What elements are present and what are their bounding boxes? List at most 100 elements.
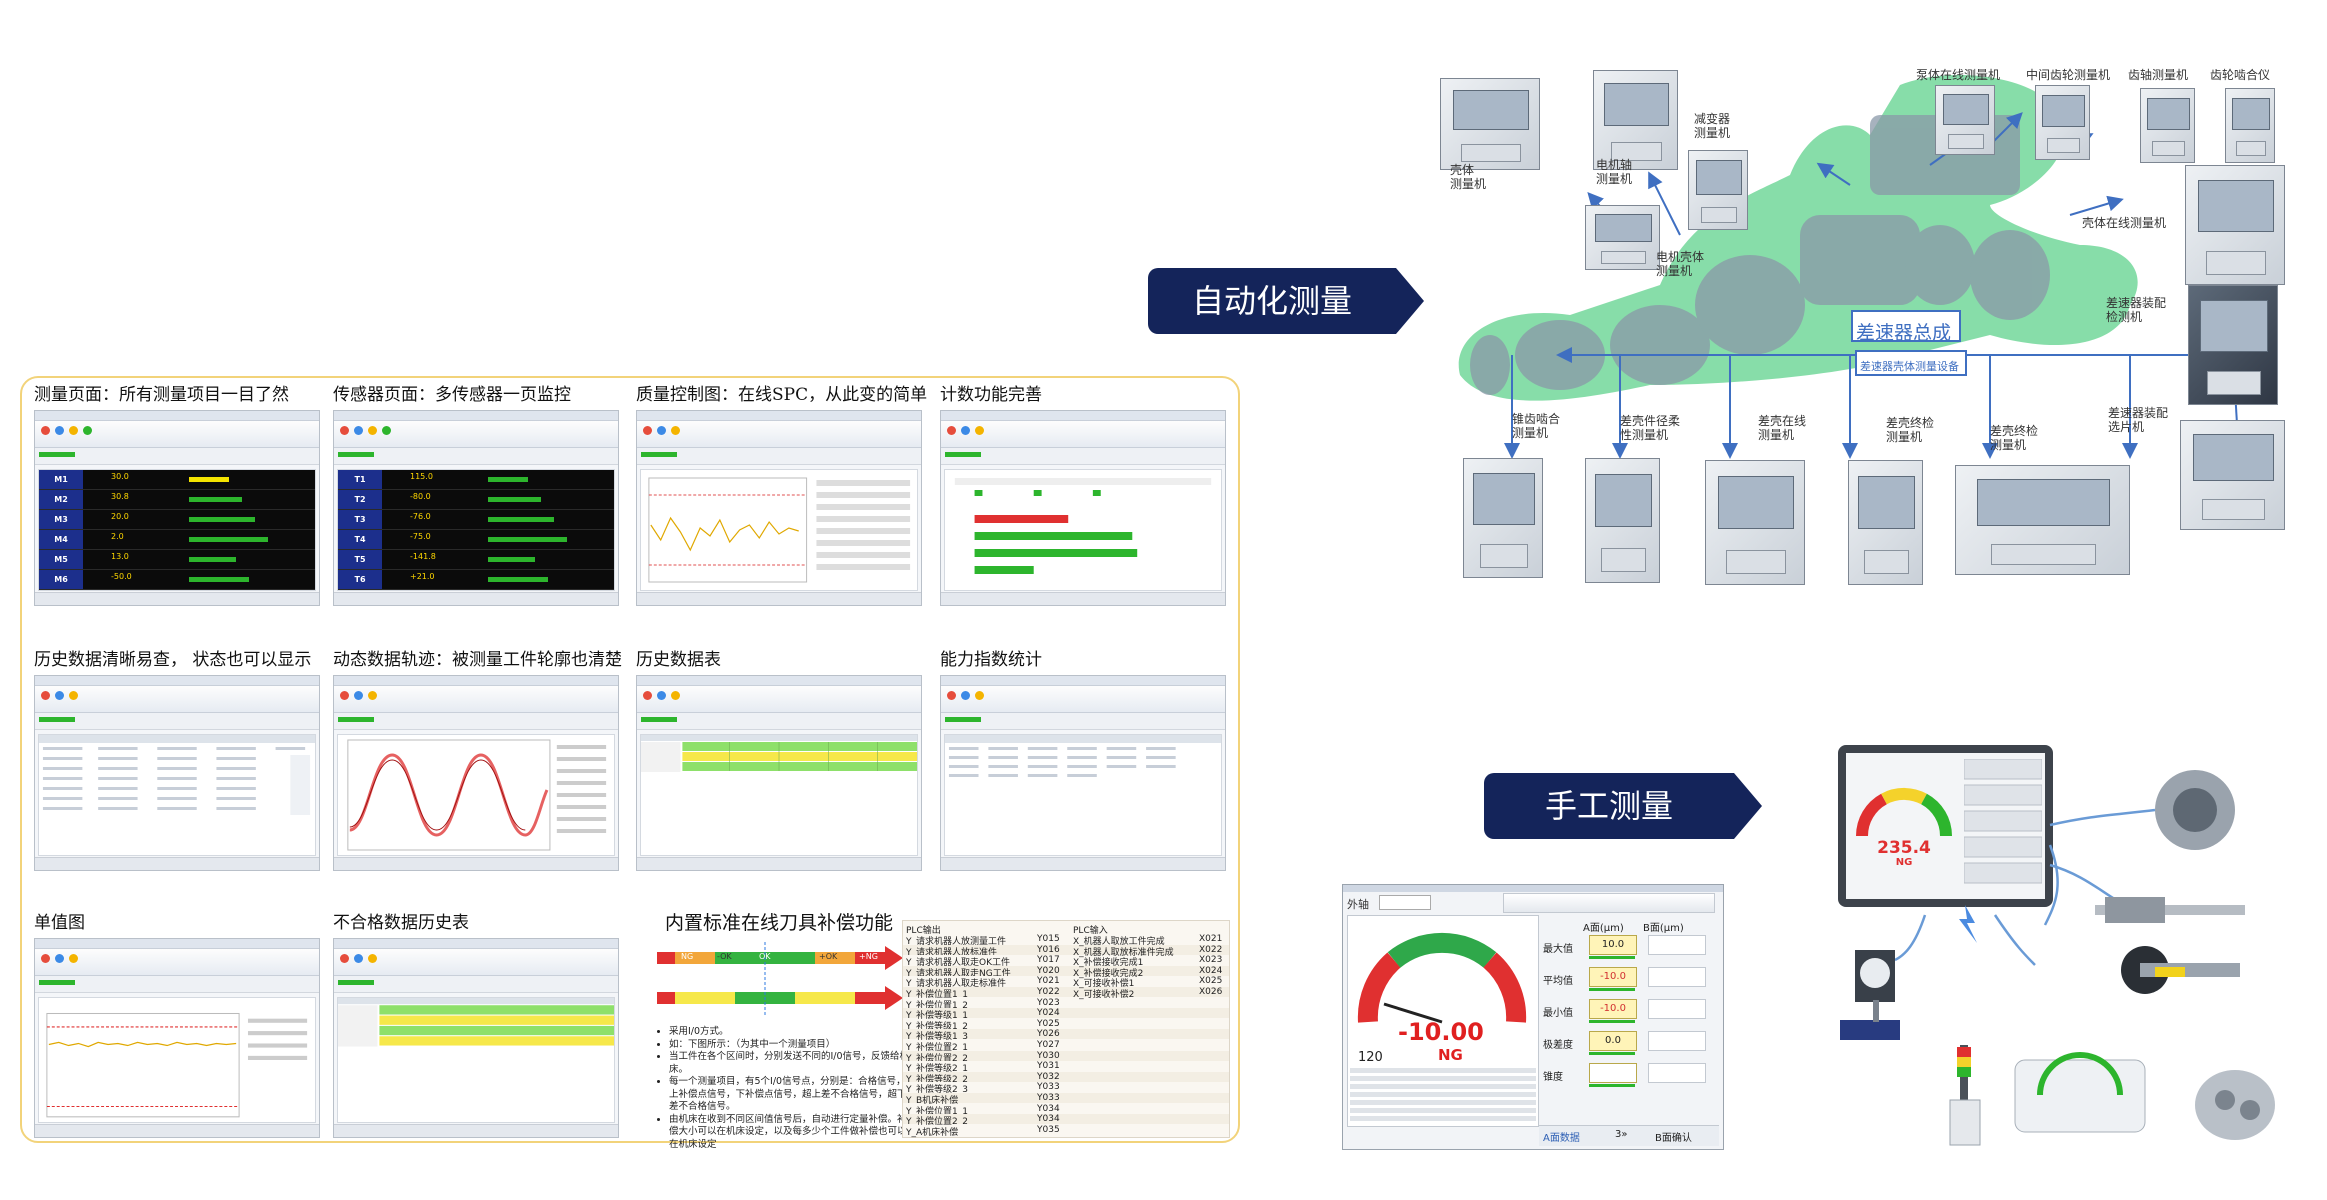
label-shaft: 齿轴测量机 (2128, 68, 2189, 82)
plc-out-addr: Y022 (1037, 987, 1060, 997)
ng-history-screenshot[interactable] (333, 938, 619, 1138)
single-value-screenshot[interactable] (34, 938, 320, 1138)
capability-screenshot[interactable] (940, 675, 1226, 871)
tablet-screen: 235.4 NG (1846, 753, 2045, 899)
plc-out-header: PLC输出 (906, 926, 941, 936)
readout-value: 2.0 (111, 532, 124, 541)
cell-title: 历史数据表 (636, 650, 721, 670)
band-label: NG (681, 952, 694, 961)
plc-in-addr: X026 (1199, 987, 1223, 997)
plc-in-name: X_可接收补偿2 (1073, 990, 1135, 1000)
part-dropdown[interactable] (1379, 895, 1431, 910)
readout-label: M5 (39, 550, 83, 569)
label-reducer-fit: 差速器装配 检测机 (2106, 296, 2167, 324)
machine-diff-flex (1585, 458, 1660, 583)
machine-gear-mesh-measure (1463, 458, 1543, 578)
label-transmission: 减变器 测量机 (1694, 112, 1731, 140)
stat-label: 锥度 (1543, 1072, 1563, 1083)
label-motor-shell: 电机壳体 测量机 (1656, 250, 1705, 278)
count-value: 120 (1358, 1050, 1383, 1065)
readout-row: M6-50.0 (39, 570, 315, 590)
label-diff-final-line: 差壳终检 测量机 (1990, 424, 2039, 452)
trace-screenshot[interactable] (333, 675, 619, 871)
software-value: -10.00 (1398, 1018, 1484, 1046)
cell-title: 不合格数据历史表 (333, 913, 469, 933)
plc-row (903, 1082, 1229, 1093)
plc-out-addr: Y024 (1037, 1008, 1060, 1019)
count-bars (944, 469, 1222, 591)
plc-out-addr: Y020 (1037, 965, 1060, 976)
readout-row: T6+21.0 (338, 570, 614, 590)
software-toolbar[interactable] (1503, 893, 1715, 913)
cell-title: 历史数据清晰易查， 状态也可以显示 (34, 650, 312, 670)
band-label: OK (759, 952, 771, 961)
plc-in-addr: X021 (1199, 934, 1223, 944)
stat-b-value (1648, 1063, 1706, 1083)
plc-row (903, 1124, 1229, 1135)
part-select[interactable]: 外轴 (1347, 898, 1369, 911)
readout-bar (189, 557, 236, 562)
plc-row (903, 955, 1229, 966)
spc-screenshot[interactable] (636, 410, 922, 606)
count-screenshot[interactable] (940, 410, 1226, 606)
compensation-title: 内置标准在线刀具补偿功能 (665, 912, 894, 934)
plc-out-name: Y_补偿位置2_2 (906, 1117, 968, 1128)
machine-diff-online (1705, 460, 1805, 585)
col-b-header: B面(μm) (1643, 923, 1684, 934)
machine-gasket (2180, 420, 2285, 530)
readout-row: M3 20.0 (39, 510, 315, 530)
software-gauge (1357, 933, 1527, 1024)
plc-in-name: X_可接收补偿1 (1073, 979, 1135, 990)
plc-out-addr: Y021 (1037, 976, 1060, 987)
history-screenshot[interactable] (34, 675, 320, 871)
plc-row (903, 997, 1229, 1008)
readout-bar (189, 577, 249, 582)
plc-row (903, 1008, 1229, 1019)
plc-in-header: PLC输入 (1073, 926, 1108, 936)
plc-out-name: Y_补偿等级2_1 (906, 1064, 968, 1075)
machine-middle-gear (2035, 85, 2090, 160)
single-value-chart (38, 997, 316, 1123)
readout-row: T2-80.0 (338, 490, 614, 510)
trace-chart (337, 734, 615, 856)
readout-value: -80.0 (410, 492, 431, 501)
plc-row (903, 1050, 1229, 1061)
readout-value: 20.0 (111, 512, 129, 521)
label-diff-final: 差壳终检 测量机 (1886, 416, 1935, 444)
label-middle-gear: 中间齿轮测量机 (2026, 68, 2111, 82)
readout-label: M6 (39, 570, 83, 589)
label-gear-mesh-measure: 锥齿啮合 测量机 (1512, 412, 1561, 440)
col-a-header: A面(μm) (1583, 923, 1624, 934)
label-shell-online: 壳体在线测量机 (2082, 216, 2167, 230)
machine-transmission (1688, 150, 1748, 230)
reducer-assembly-label: 差速器总成 (1856, 322, 1952, 344)
machine-motor-shell (1585, 205, 1660, 270)
next-button[interactable]: 3» (1615, 1129, 1628, 1140)
tablet-gauge (1855, 787, 1953, 837)
plc-row (903, 1103, 1229, 1114)
plc-out-name: Y_补偿位置1_1 (906, 1106, 968, 1117)
readout-label: M3 (39, 510, 83, 529)
plc-out-addr: Y033 (1037, 1082, 1060, 1093)
cell-title: 动态数据轨迹：被测量工件轮廓也清楚 (333, 650, 622, 670)
plc-out-addr: Y016 (1037, 944, 1060, 955)
a-data-button[interactable]: A面数据 (1543, 1133, 1580, 1144)
table-screenshot[interactable] (636, 675, 922, 871)
plc-out-addr: Y034 (1037, 1114, 1060, 1125)
readout-value: 30.0 (111, 472, 129, 481)
plc-row (903, 1114, 1229, 1125)
plc-in-name: X_补偿接收完成2 (1073, 968, 1144, 979)
plc-in-addr: X023 (1199, 955, 1223, 966)
plc-row (903, 1029, 1229, 1040)
compensation-note: 每一个测量项目，有5个I/0信号点，分别是：合格信号，上补偿点信号，下补偿点信号… (669, 1076, 914, 1114)
b-confirm-button[interactable]: B面确认 (1655, 1133, 1692, 1144)
readout-label: M4 (39, 530, 83, 549)
readout-row: T3-76.0 (338, 510, 614, 530)
